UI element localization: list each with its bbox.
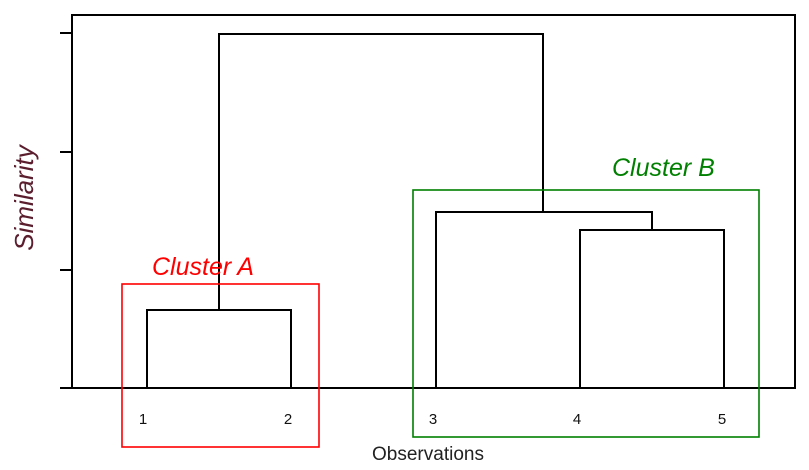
branch-1-2 (146, 309, 292, 388)
plot-frame (71, 14, 796, 389)
y-axis-title: Similarity (9, 143, 39, 250)
branch-root (218, 33, 544, 310)
leaf-label-5: 5 (718, 411, 726, 428)
leaf-label-3: 3 (429, 411, 437, 428)
leaf-label-1: 1 (139, 411, 147, 428)
branch-4-5 (579, 229, 725, 388)
cluster-b-label: Cluster B (612, 154, 715, 182)
cluster-b-box (412, 189, 760, 438)
branch-3-45 (435, 211, 653, 388)
branches (146, 33, 725, 388)
cluster-a-label: Cluster A (152, 253, 254, 281)
leaf-label-2: 2 (284, 411, 292, 428)
leaf-label-4: 4 (573, 411, 581, 428)
x-axis-title: Observations (372, 444, 484, 465)
cluster-a-box (121, 283, 320, 448)
